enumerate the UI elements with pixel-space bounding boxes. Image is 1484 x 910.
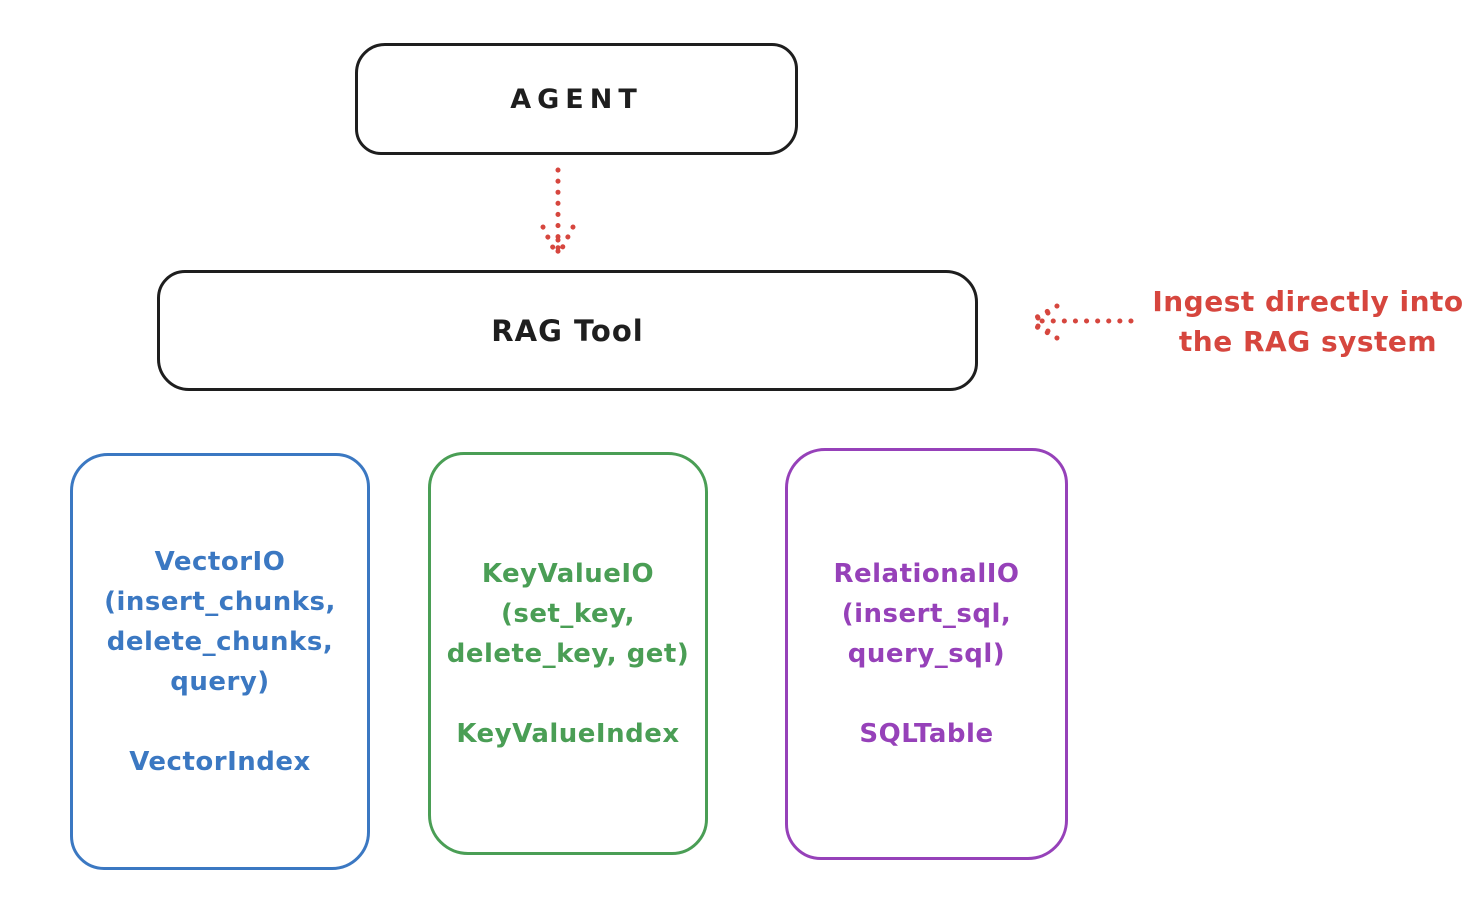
- relational-io-line: RelationalIO: [833, 559, 1020, 589]
- rag-tool-node-label: RAG Tool: [491, 313, 644, 348]
- annotation-to-rag-tool-arrow: [1025, 303, 1134, 341]
- vector-io-node: VectorIO (insert_chunks, delete_chunks, …: [70, 453, 370, 870]
- keyvalue-io-line: (set_key,: [501, 598, 635, 629]
- ingest-annotation-line2: the RAG system: [1178, 325, 1438, 358]
- keyvalue-io-title: KeyValueIO (set_key, delete_key, get): [447, 554, 690, 674]
- keyvalue-io-line: delete_key, get): [446, 638, 690, 669]
- agent-node: AGENT: [355, 43, 798, 155]
- relational-io-line: query_sql): [847, 639, 1006, 669]
- rag-tool-node: RAG Tool: [157, 270, 978, 391]
- vector-io-line: (insert_chunks,: [104, 586, 336, 617]
- relational-io-index-label: SQLTable: [859, 719, 994, 749]
- ingest-annotation-line1: Ingest directly into: [1152, 285, 1464, 318]
- vector-io-index-label: VectorIndex: [129, 746, 311, 777]
- keyvalue-io-index-label: KeyValueIndex: [456, 718, 680, 749]
- keyvalue-io-line: KeyValueIO: [481, 558, 655, 589]
- vector-io-line: VectorIO: [154, 546, 286, 577]
- vector-io-line: query): [170, 666, 270, 697]
- agent-node-label: AGENT: [510, 83, 643, 115]
- ingest-annotation: Ingest directly into the RAG system: [1138, 282, 1478, 362]
- vector-io-line: delete_chunks,: [106, 626, 334, 657]
- relational-io-line: (insert_sql,: [841, 599, 1012, 629]
- relational-io-title: RelationalIO (insert_sql, query_sql): [833, 554, 1019, 674]
- relational-io-node: RelationalIO (insert_sql, query_sql) SQL…: [785, 448, 1068, 860]
- keyvalue-io-node: KeyValueIO (set_key, delete_key, get) Ke…: [428, 452, 708, 855]
- vector-io-title: VectorIO (insert_chunks, delete_chunks, …: [104, 542, 336, 702]
- agent-to-rag-tool-arrow: [540, 167, 576, 261]
